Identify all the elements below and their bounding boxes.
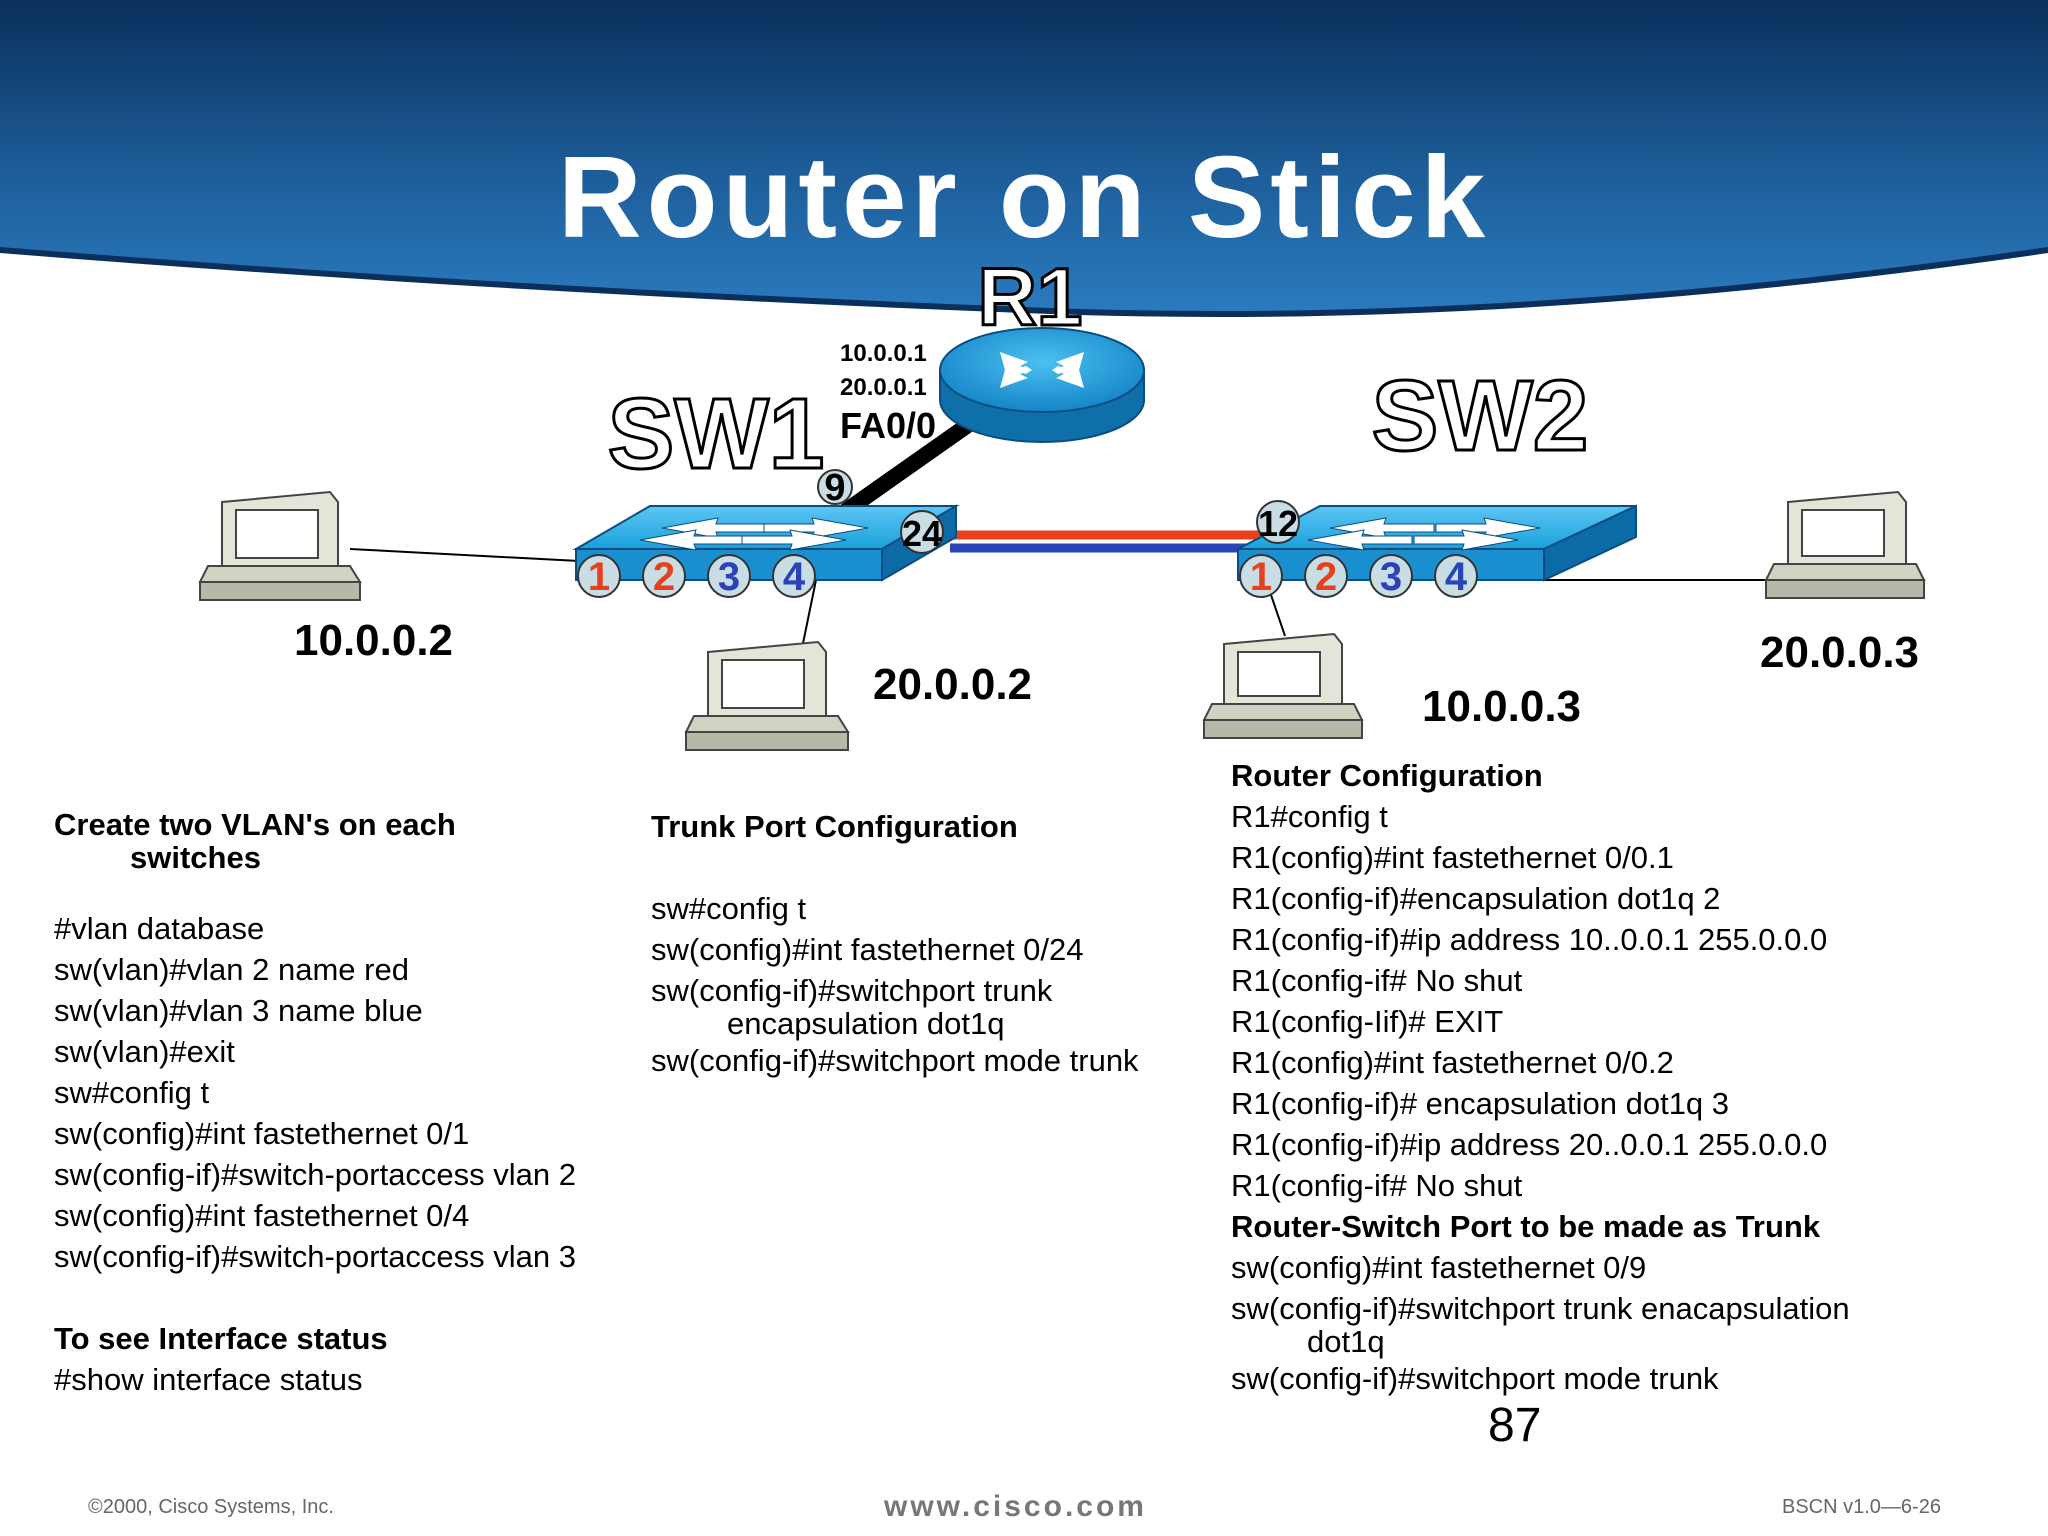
svg-text:4: 4 [1445,555,1468,599]
router-config-line: R1(config-if# No shut [1231,963,1523,998]
host-pc-icon-4[interactable] [1764,490,1926,599]
vlan-config-line: sw#config t [54,1075,210,1110]
link-host1-sw1 [349,548,599,563]
router-config-block: Router Configuration R1#config t R1(conf… [1231,755,1850,1399]
spacer [54,1277,576,1318]
vlan-config-line: sw(vlan)#vlan 3 name blue [54,993,423,1028]
router-trunk-line: sw(config)#int fastethernet 0/9 [1231,1250,1647,1285]
slide-title: Router on Stick [557,132,1491,262]
page-number: 87 [1488,1399,1542,1452]
router-config-line: R1(config-Iif)# EXIT [1231,1004,1504,1039]
status-command: #show interface status [54,1362,363,1397]
network-diagram: R1 SW1 SW2 1 2 3 4 9 24 [198,251,1926,751]
router-config-line: R1(config)#int fastethernet 0/0.2 [1231,1045,1674,1080]
vlan-config-line: sw(config-if)#switch-portaccess vlan 2 [54,1157,577,1192]
vlan-config-line: sw(vlan)#exit [54,1034,235,1069]
router-config-line: R1(config-if)#encapsulation dot1q 2 [1231,881,1721,916]
router-config-heading: Router Configuration [1231,758,1543,793]
spacer [651,847,1139,888]
footer-copyright: ©2000, Cisco Systems, Inc. [88,1496,334,1518]
router-r1-icon[interactable] [939,327,1145,443]
trunk-config-line: sw#config t [651,891,807,926]
host-ip-2: 20.0.0.2 [873,660,1033,709]
svg-text:3: 3 [718,555,740,599]
router-ip-1: 10.0.0.1 [840,340,927,367]
router-trunk-line: sw(config-if)#switchport mode trunk [1231,1361,1719,1396]
sw1-switch-icon[interactable] [572,504,960,582]
router-trunk-line-cont: dot1q [1307,1324,1385,1359]
router-config-line: R1(config-if)#ip address 10..0.0.1 255.0… [1231,922,1828,957]
link-host3-sw2 [1269,591,1286,637]
host-pc-icon-3[interactable] [1202,632,1364,739]
router-trunk-heading: Router-Switch Port to be made as Trunk [1231,1209,1821,1244]
sw1-port-2[interactable]: 2 [642,554,686,599]
trunk-config-line-cont: encapsulation dot1q [727,1006,1005,1041]
router-ip-2: 20.0.0.1 [840,374,927,401]
svg-text:1: 1 [588,555,610,599]
vlan-config-line: sw(vlan)#vlan 2 name red [54,952,409,987]
vlan-config-heading: Create two VLAN's on each [54,807,456,842]
header-banner [0,0,2048,317]
svg-text:1: 1 [1250,555,1272,599]
svg-text:3: 3 [1380,555,1402,599]
host-ip-1: 10.0.0.2 [294,616,454,665]
sw1-name-label: SW1 [608,378,825,490]
vlan-config-line: sw(config-if)#switch-portaccess vlan 3 [54,1239,577,1274]
footer-course-id: BSCN v1.0—6-26 [1782,1496,1941,1518]
sw1-port-4[interactable]: 4 [772,554,816,599]
vlan-config-line: #vlan database [54,911,265,946]
vlan-config-heading-cont: switches [130,840,261,875]
router-config-line: R1(config-if# No shut [1231,1168,1523,1203]
sw2-port-4[interactable]: 4 [1434,554,1478,599]
trunk-config-line: sw(config-if)#switchport mode trunk [651,1043,1139,1078]
router-interface-label: FA0/0 [840,405,937,446]
svg-text:24: 24 [902,513,942,554]
sw2-port-3[interactable]: 3 [1369,554,1413,599]
host-pc-icon-1[interactable] [198,490,362,601]
sw2-trunk-port-12[interactable]: 12 [1256,500,1300,544]
sw1-trunk-port-24[interactable]: 24 [900,510,944,554]
sw2-name-label: SW2 [1372,360,1589,472]
router-config-line: R1#config t [1231,799,1388,834]
router-trunk-line: sw(config-if)#switchport trunk enacapsul… [1231,1291,1850,1326]
router-name-label: R1 [978,252,1083,343]
vlan-config-line: sw(config)#int fastethernet 0/1 [54,1116,470,1151]
router-uplink [835,413,980,522]
trunk-config-heading: Trunk Port Configuration [651,809,1018,844]
trunk-config-line: sw(config-if)#switchport trunk [651,973,1053,1008]
svg-text:4: 4 [783,555,806,599]
sw1-uplink-port-9[interactable]: 9 [817,467,853,509]
sw1-port-1[interactable]: 1 [577,554,621,599]
host-ip-3: 10.0.0.3 [1422,682,1582,731]
svg-text:2: 2 [1315,555,1337,599]
router-config-line: R1(config)#int fastethernet 0/0.1 [1231,840,1674,875]
router-config-line: R1(config-if)# encapsulation dot1q 3 [1231,1086,1730,1121]
vlan-config-block: Create two VLAN's on each switches #vlan… [54,808,576,1400]
svg-text:12: 12 [1258,503,1298,544]
sw2-port-2[interactable]: 2 [1304,554,1348,599]
sw1-port-3[interactable]: 3 [707,554,751,599]
status-heading: To see Interface status [54,1321,388,1356]
router-config-line: R1(config-if)#ip address 20..0.0.1 255.0… [1231,1127,1828,1162]
spacer [54,874,576,908]
vlan-config-line: sw(config)#int fastethernet 0/4 [54,1198,470,1233]
trunk-config-line: sw(config)#int fastethernet 0/24 [651,932,1084,967]
svg-text:9: 9 [824,467,845,509]
host-pc-icon-2[interactable] [684,640,850,751]
footer-website[interactable]: www.cisco.com [884,1490,1147,1523]
sw2-port-1[interactable]: 1 [1239,554,1283,599]
trunk-config-block: Trunk Port Configuration sw#config t sw(… [651,806,1139,1081]
host-ip-4: 20.0.0.3 [1760,628,1920,677]
svg-text:2: 2 [653,555,675,599]
